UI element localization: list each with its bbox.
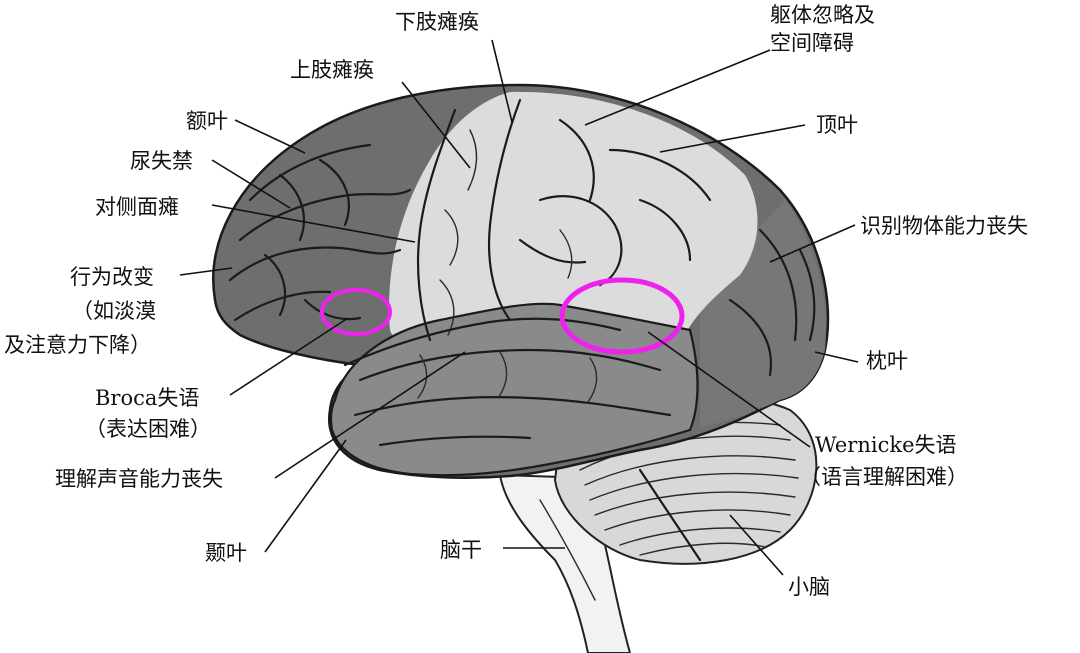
label-sound-recognition-loss: 理解声音能力丧失	[55, 467, 223, 491]
label-temporal-lobe: 颞叶	[205, 541, 247, 565]
label-wernicke-line2: （语言理解困难）	[800, 465, 968, 489]
label-object-recognition-loss: 识别物体能力丧失	[860, 214, 1028, 238]
label-incontinence: 尿失禁	[130, 149, 193, 173]
label-wernicke-line1: Wernicke失语	[815, 433, 957, 457]
label-lower-limb-paralysis: 下肢瘫痪	[395, 10, 479, 34]
temporal-lobe-shape	[329, 302, 699, 477]
occipital-region	[700, 200, 826, 428]
label-behavior-line3: 及注意力下降）	[4, 333, 151, 357]
label-brainstem: 脑干	[440, 538, 482, 562]
label-facial-paralysis: 对侧面瘫	[95, 195, 179, 219]
label-hemineglect-line1: 躯体忽略及	[770, 3, 875, 27]
broca-area-ring	[320, 288, 392, 336]
label-upper-limb-paralysis: 上肢瘫痪	[290, 58, 374, 82]
label-occipital-lobe: 枕叶	[866, 349, 908, 373]
label-cerebellum: 小脑	[788, 575, 830, 599]
label-broca-line1: Broca失语	[95, 386, 199, 410]
label-hemineglect-line2: 空间障碍	[770, 31, 854, 55]
label-frontal-lobe: 额叶	[186, 109, 228, 133]
label-parietal-lobe: 顶叶	[816, 113, 858, 137]
label-broca-line2: （表达困难）	[85, 417, 211, 441]
wernicke-area-ring	[559, 277, 685, 355]
label-behavior-line2: （如淡漠	[72, 299, 156, 323]
label-behavior-line1: 行为改变	[70, 265, 154, 289]
cortex-gyri	[228, 98, 816, 447]
leader-lines	[179, 39, 859, 576]
brainstem-contour	[539, 499, 596, 601]
